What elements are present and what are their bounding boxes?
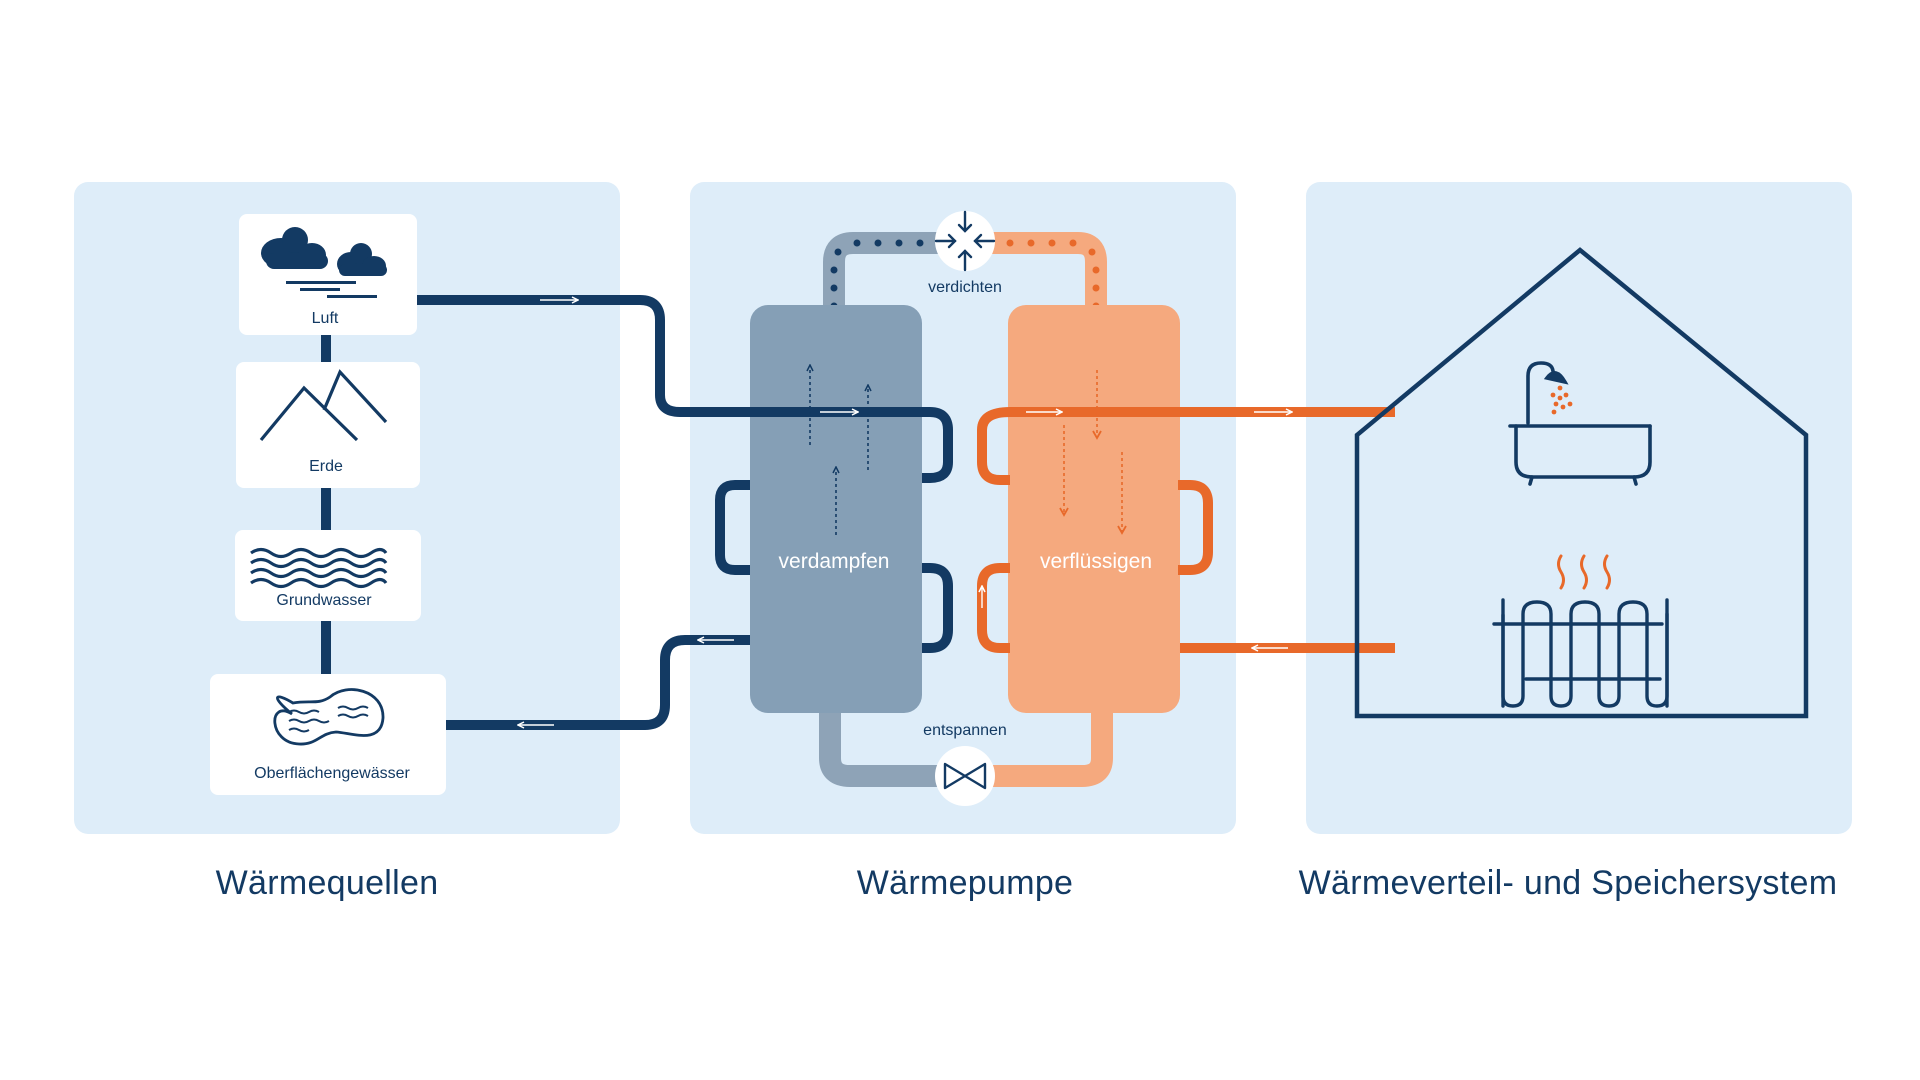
source-return-pipe — [440, 635, 750, 730]
bathtub-shower-icon — [1508, 361, 1652, 486]
shower-drops — [1550, 385, 1573, 415]
compress-label: verdichten — [928, 279, 1002, 296]
cloud-wind-icon — [261, 227, 387, 298]
sources-panel — [74, 182, 620, 834]
radiator-icon — [1492, 598, 1669, 708]
source-label-erde: Erde — [309, 458, 343, 475]
hot-gas-dots — [1006, 239, 1100, 310]
expansion-pipe-warm — [965, 700, 1113, 787]
pond-icon — [273, 688, 385, 746]
distribution-panel — [1306, 182, 1852, 834]
waves-icon — [250, 547, 388, 589]
source-card-erde — [236, 362, 420, 488]
evaporator-coil-right — [920, 563, 953, 653]
compression-pipe-cold — [823, 232, 965, 310]
source-label-grundwasser: Grundwasser — [276, 592, 372, 609]
pump-title: Wärmepumpe — [856, 864, 1074, 902]
mountains-icon — [259, 369, 388, 442]
sources-title: Wärmequellen — [215, 864, 439, 902]
condenser-tank — [1008, 305, 1180, 713]
distribution-title: Wärmeverteil- und Speichersystem — [1298, 864, 1838, 902]
evaporator-coil-left — [715, 480, 752, 575]
condenser-coil-upper — [977, 407, 1395, 485]
condenser-coil-right — [1178, 480, 1213, 575]
source-label-oberflaechengewaesser: Oberflächengewässer — [254, 765, 410, 782]
house-outline-icon — [1354, 247, 1809, 719]
expand-label: entspannen — [923, 722, 1007, 739]
condenser-label: verflüssigen — [1040, 550, 1152, 573]
heat-waves-icon — [1557, 554, 1611, 590]
source-label-luft: Luft — [312, 310, 339, 327]
expansion-pipe-cold — [819, 700, 965, 787]
expansion-valve-icon — [935, 746, 995, 806]
compressor-icon — [934, 210, 996, 272]
evaporator-label: verdampfen — [779, 550, 890, 573]
compression-pipe-hot — [965, 232, 1107, 310]
